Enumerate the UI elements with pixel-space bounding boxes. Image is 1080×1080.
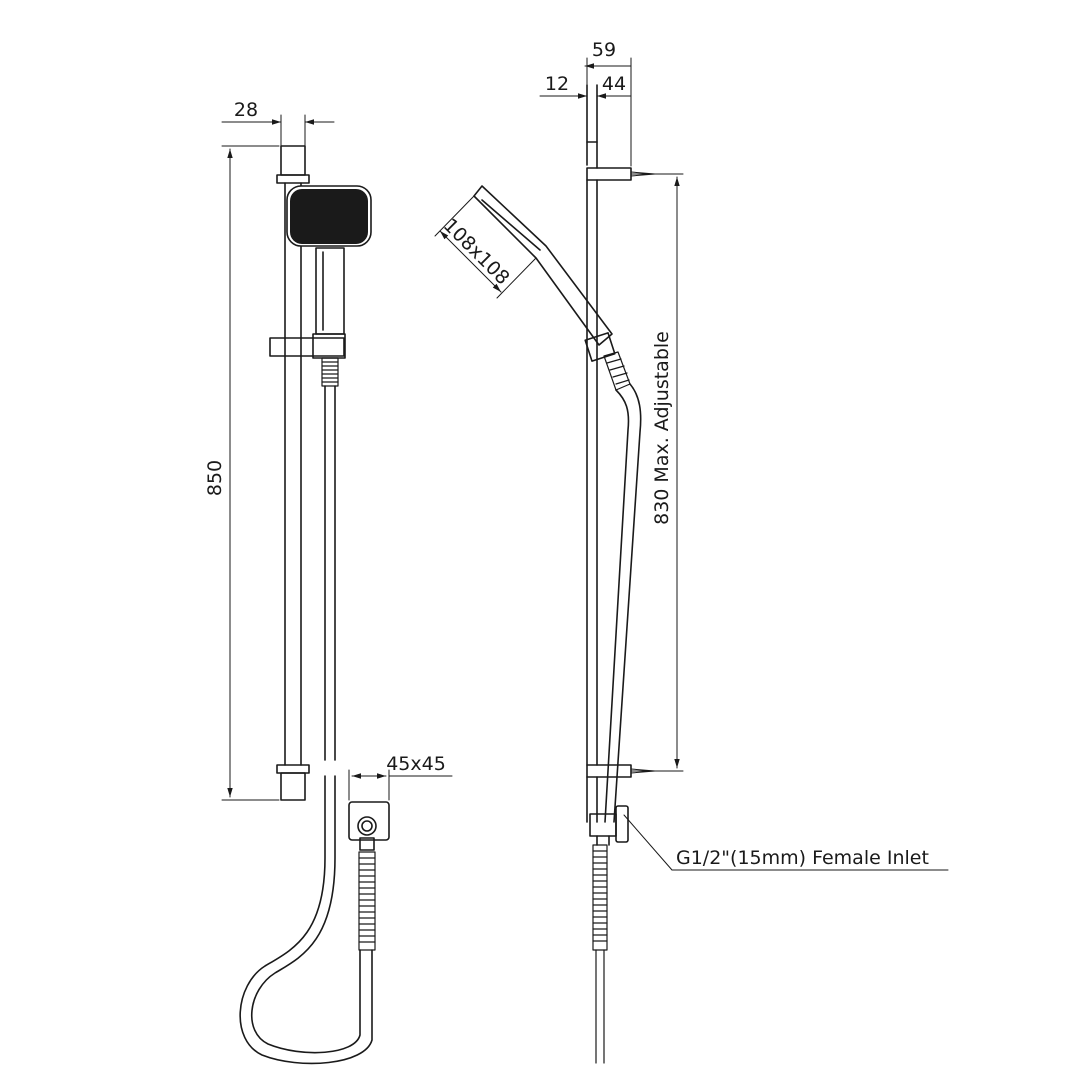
front-slider-bracket: [269, 333, 346, 359]
dim-total-depth: 59: [592, 39, 616, 61]
side-hose: [604, 383, 642, 823]
head-face: [290, 189, 368, 244]
front-dimensions: [221, 114, 453, 801]
side-view: [473, 84, 656, 1064]
dim-rail-height: 850: [204, 460, 226, 496]
front-view: [239, 145, 390, 1065]
front-shower-head: [286, 185, 372, 335]
dim-rail-offset: 12: [545, 73, 569, 95]
side-wall-outlet: [589, 805, 629, 846]
dim-head-size: 108x108: [439, 214, 514, 289]
front-rail: [276, 145, 310, 801]
front-wall-outlet: [348, 801, 390, 851]
dim-bracket-depth: 44: [602, 73, 626, 95]
side-dimensions: [434, 57, 949, 871]
dim-adjustable-range: 830 Max. Adjustable: [651, 331, 673, 525]
front-hose: [239, 385, 373, 1065]
inlet-label: G1/2"(15mm) Female Inlet: [676, 847, 929, 869]
dim-wall-outlet: 45x45: [386, 753, 446, 775]
side-hose-connector-top: [603, 351, 631, 391]
front-hose-connector-top: [321, 357, 339, 387]
front-hose-connector-bottom: [358, 851, 376, 951]
dim-rail-width: 28: [234, 99, 258, 121]
side-hose-connector-bottom: [592, 844, 608, 1064]
